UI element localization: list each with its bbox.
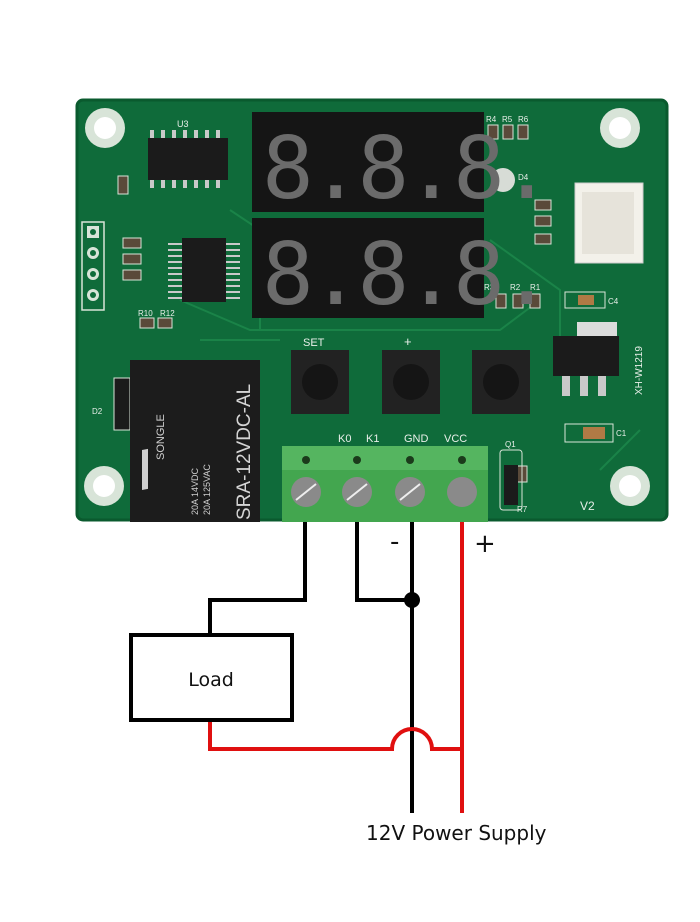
power-supply-label: 12V Power Supply — [366, 821, 547, 845]
svg-text:C1: C1 — [616, 429, 627, 438]
chip-label: U3 — [177, 119, 189, 129]
svg-text:+: + — [404, 334, 412, 349]
svg-text:Q1: Q1 — [505, 440, 516, 449]
display-top: 8.8.8. — [252, 112, 553, 219]
load-wire-k0 — [208, 522, 307, 635]
plus-label: + — [474, 529, 496, 559]
k1-wire — [355, 522, 412, 602]
voltage-label: V2 — [580, 499, 595, 513]
display-bottom: 8.8.8. — [252, 218, 553, 325]
chip-u3: U3 — [148, 119, 228, 188]
plus-button[interactable]: + — [382, 334, 440, 414]
terminal-label-vcc: VCC — [444, 433, 467, 445]
minus-label: - — [390, 527, 399, 557]
resistor-label: R12 — [160, 309, 175, 318]
resistor-label: R7 — [517, 505, 528, 514]
capacitor-c1: C1 — [564, 423, 627, 443]
relay-model: SRA-12VDC-AL — [234, 384, 255, 520]
terminal-label-k1: K1 — [366, 433, 379, 445]
resistor-label: R10 — [138, 309, 153, 318]
terminal-screw-k0[interactable] — [291, 477, 321, 507]
sensor-connector — [574, 182, 644, 264]
resistor-label: R4 — [486, 115, 497, 124]
resistor-label: R5 — [502, 115, 513, 124]
svg-text:C4: C4 — [608, 297, 619, 306]
resistor-label: R3 — [484, 283, 495, 292]
wires — [208, 522, 464, 813]
relay: SRA-12VDC-AL SONGLE 20A 14VDC 20A 125VAC — [130, 360, 260, 522]
mounting-hole — [85, 108, 125, 148]
relay-brand: SONGLE — [155, 414, 167, 460]
led-d4: D4 — [491, 168, 529, 192]
mounting-hole — [600, 108, 640, 148]
resistor-label: R2 — [510, 283, 521, 292]
board-model: XH-W1219 — [634, 346, 645, 395]
display-bottom-digits: 8.8.8. — [262, 225, 549, 325]
capacitor-c4: C4 — [564, 291, 619, 309]
terminal-screw-k1[interactable] — [342, 477, 372, 507]
terminal-label-gnd: GND — [404, 433, 429, 445]
load-box: Load — [129, 633, 294, 722]
svg-text:D2: D2 — [92, 407, 103, 416]
mounting-hole — [610, 466, 650, 506]
svg-text:D4: D4 — [518, 173, 529, 182]
relay-rating-dc: 20A 14VDC — [190, 467, 200, 515]
microcontroller-chip — [168, 238, 240, 302]
voltage-regulator — [553, 322, 619, 396]
mounting-hole — [84, 466, 124, 506]
header-pins — [81, 221, 105, 311]
terminal-label-k0: K0 — [338, 433, 351, 445]
svg-text:SET: SET — [303, 337, 325, 349]
junction-dot — [404, 592, 420, 608]
set-button[interactable]: SET — [291, 337, 349, 414]
terminal-screw-vcc[interactable] — [447, 477, 477, 507]
load-label: Load — [188, 669, 234, 691]
resistor-label: R1 — [530, 283, 541, 292]
transistor-q1: Q1 — [499, 440, 523, 511]
terminal-block — [282, 446, 488, 522]
resistor-label: R6 — [518, 115, 529, 124]
load-return-wire — [208, 720, 462, 751]
minus-button[interactable] — [472, 350, 530, 414]
terminal-screw-gnd[interactable] — [395, 477, 425, 507]
relay-rating-ac: 20A 125VAC — [202, 464, 212, 515]
display-top-digits: 8.8.8. — [262, 119, 549, 219]
